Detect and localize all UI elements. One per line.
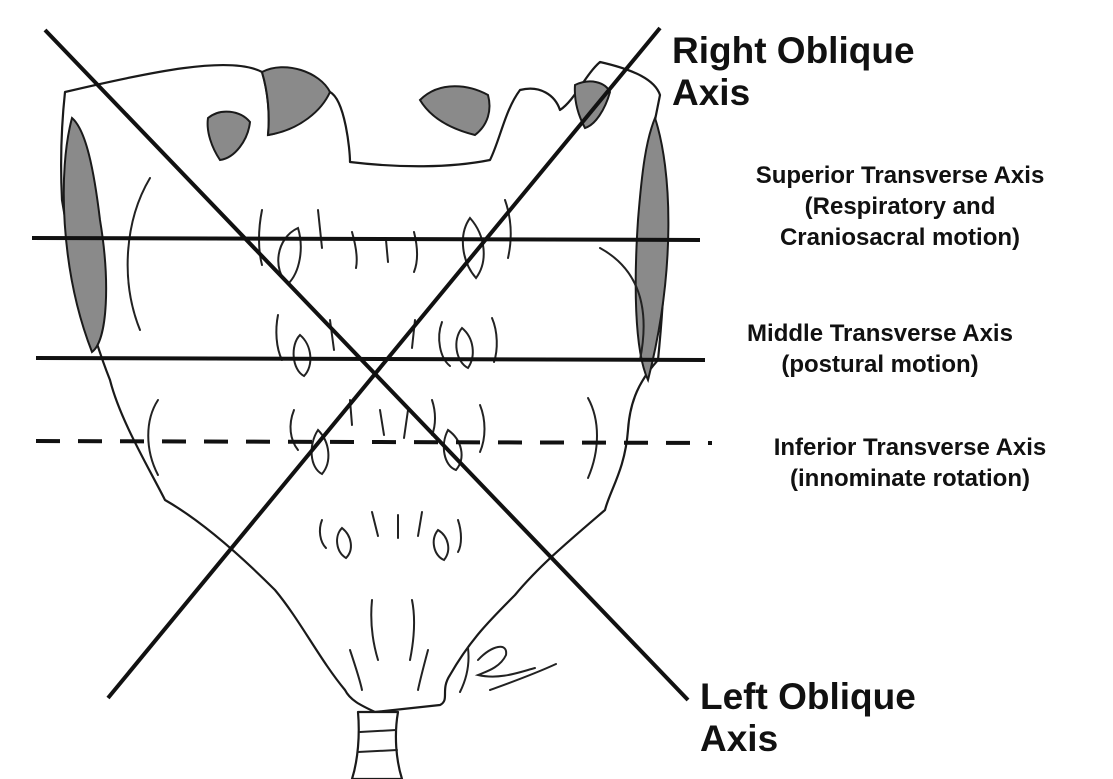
- superior-transverse-axis-line: [31, 236, 701, 242]
- left-superior-facet: [260, 66, 332, 137]
- right-oblique-axis-line: [106, 26, 662, 700]
- superior-transverse-axis-label-line1: Superior Transverse Axis: [755, 162, 1045, 189]
- coccyx-line: [359, 729, 397, 733]
- inferior-transverse-axis-line: [35, 439, 713, 445]
- coccyx: [350, 710, 404, 779]
- right-ala-shading: [573, 80, 612, 130]
- middle-transverse-axis-label-line2: (postural motion): [781, 351, 979, 378]
- inferior-transverse-axis-label-line2: (innominate rotation): [790, 465, 1030, 492]
- left-si-joint: [62, 116, 108, 354]
- middle-transverse-axis-label-line1: Middle Transverse Axis: [747, 320, 1013, 347]
- right-oblique-axis-label-line1: Right Oblique: [672, 30, 915, 71]
- superior-transverse-axis-label: Superior Transverse Axis (Respiratory an…: [690, 160, 1110, 253]
- right-superior-facet: [418, 85, 491, 137]
- superior-transverse-axis-label-line3: Craniosacral motion): [779, 224, 1021, 251]
- left-ala-shading: [206, 110, 252, 162]
- right-oblique-axis-label: Right Oblique Axis: [672, 30, 915, 114]
- middle-transverse-axis-line: [35, 356, 706, 362]
- inferior-transverse-axis-label-line1: Inferior Transverse Axis: [773, 434, 1047, 461]
- left-oblique-axis-label-line2: Axis: [700, 718, 779, 759]
- left-oblique-axis-label: Left Oblique Axis: [700, 676, 916, 760]
- coccyx-line: [357, 749, 398, 753]
- middle-transverse-axis-label: Middle Transverse Axis (postural motion): [690, 318, 1070, 380]
- inferior-transverse-axis-label: Inferior Transverse Axis (innominate rot…: [720, 432, 1100, 494]
- left-oblique-axis-line: [43, 28, 690, 702]
- initials-scribble: [459, 645, 557, 693]
- superior-transverse-axis-label-line2: (Respiratory and: [804, 193, 996, 220]
- left-oblique-axis-label-line1: Left Oblique: [700, 676, 916, 717]
- right-oblique-axis-label-line2: Axis: [672, 72, 751, 113]
